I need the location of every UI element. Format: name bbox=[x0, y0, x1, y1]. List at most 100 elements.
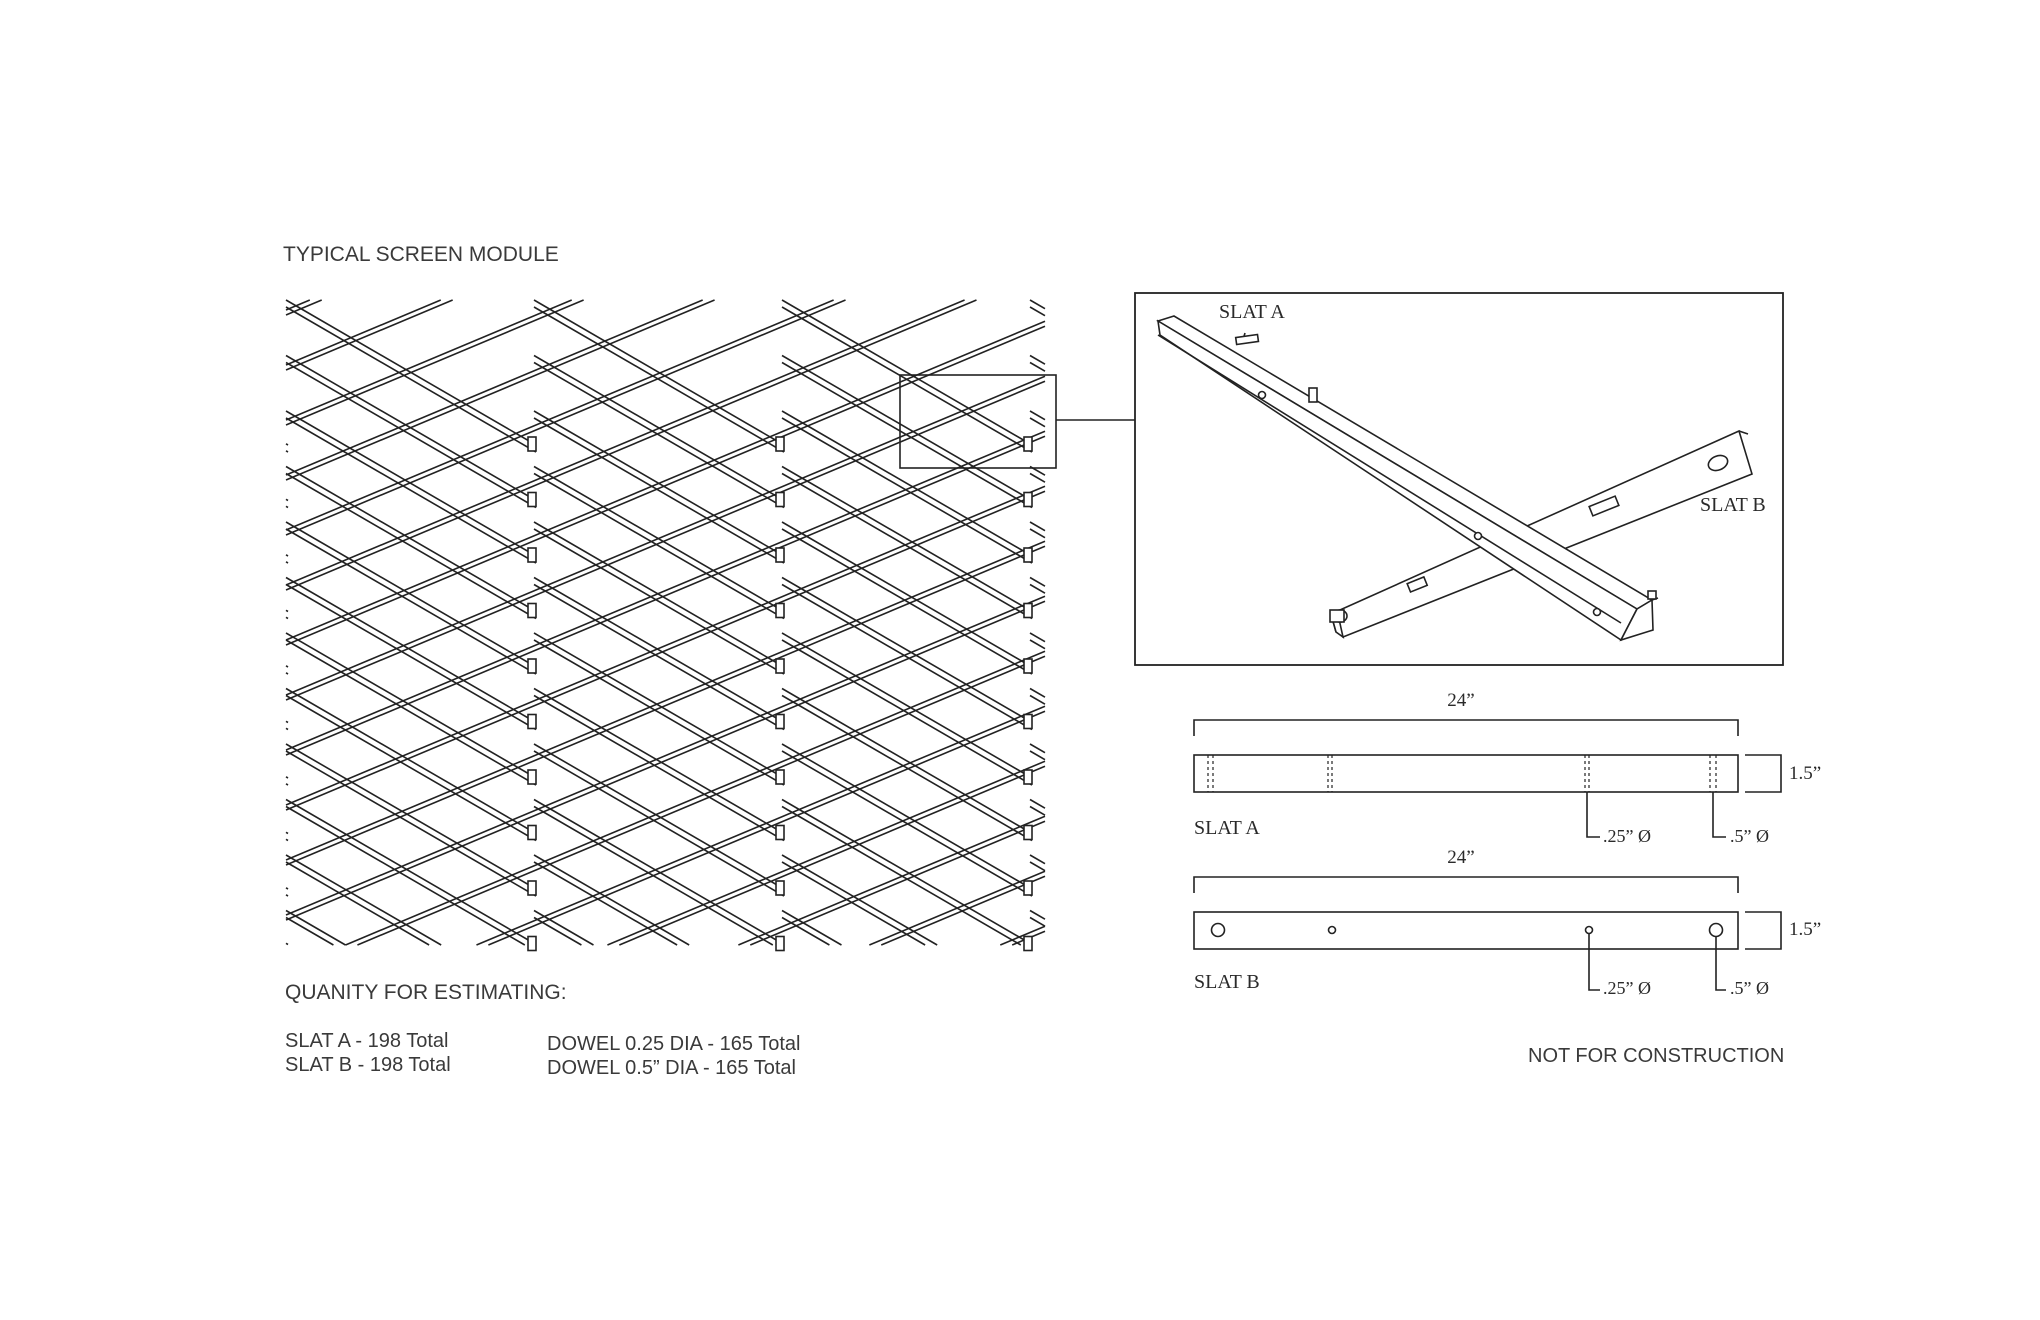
elevation-b-large-hole-left bbox=[1210, 922, 1226, 938]
lattice-slat-a bbox=[285, 743, 537, 890]
lattice-slat-a bbox=[781, 521, 1033, 668]
lattice-slat-a bbox=[285, 639, 537, 786]
lattice-slat-a bbox=[1029, 805, 1046, 816]
elevation-a-height-dimension bbox=[1745, 754, 1782, 793]
lattice-slat-a bbox=[533, 306, 785, 453]
lattice-slat-a bbox=[781, 798, 1033, 946]
lattice-slat-a bbox=[781, 687, 1033, 835]
lattice-slat-a bbox=[285, 942, 289, 946]
detail-slat-b-label: SLAT B bbox=[1700, 494, 1766, 516]
detail-callout-box bbox=[899, 374, 1057, 469]
elevation-slat-b bbox=[1193, 876, 1782, 991]
elevation-a-height-label: 1.5” bbox=[1789, 763, 1821, 784]
lattice-slat-a bbox=[533, 639, 785, 786]
lattice-slat-a bbox=[781, 854, 938, 946]
lattice-slat-a bbox=[285, 505, 289, 509]
lattice-slat-a bbox=[285, 361, 537, 509]
lattice-slat-b bbox=[285, 545, 1046, 866]
lattice-slat-a bbox=[285, 916, 334, 946]
lattice-slat-a bbox=[781, 743, 1033, 890]
lattice-slat-a bbox=[533, 805, 774, 946]
lattice-slat-a bbox=[285, 831, 289, 835]
elevation-b-small-hole-right bbox=[1584, 925, 1594, 935]
elevation-a-small-hole-label: .25” Ø bbox=[1603, 826, 1651, 846]
lattice-slat-b bbox=[285, 595, 1046, 916]
lattice-slat-a bbox=[1029, 798, 1046, 809]
lattice-slat-a bbox=[781, 306, 1033, 453]
lattice-slat-b bbox=[285, 320, 1046, 641]
lattice-slat-a bbox=[533, 743, 785, 890]
lattice-slat-b bbox=[285, 430, 1046, 751]
lattice-slat-a bbox=[285, 583, 537, 731]
lattice-dowel-block bbox=[775, 436, 785, 452]
lattice-slat-a bbox=[285, 665, 289, 668]
lattice-slat-a bbox=[1029, 417, 1046, 428]
lattice-slat-b bbox=[285, 299, 977, 591]
lattice-slat-a bbox=[1029, 299, 1046, 310]
lattice-slat-a bbox=[781, 465, 1033, 613]
lattice-dowel-block bbox=[775, 824, 785, 841]
lattice-slat-b bbox=[285, 600, 1046, 921]
elevation-b-small-hole-label: .25” Ø bbox=[1603, 978, 1651, 998]
lattice-slat-a bbox=[1029, 528, 1046, 539]
lattice-slat-a bbox=[1029, 632, 1046, 643]
elevation-a-length-label: 24” bbox=[1447, 690, 1474, 711]
lattice-slat-a bbox=[285, 576, 537, 724]
lattice-dowel-block bbox=[1023, 824, 1033, 841]
lattice-slat-a bbox=[285, 521, 537, 668]
lattice-slat-a bbox=[285, 854, 442, 946]
lattice-slat-b bbox=[285, 299, 323, 316]
lattice-dowel-block bbox=[527, 880, 537, 896]
lattice-slat-a bbox=[533, 361, 785, 509]
drawing-title: TYPICAL SCREEN MODULE bbox=[283, 243, 559, 266]
lattice-slat-b bbox=[285, 299, 846, 536]
lattice-dowel-block bbox=[1023, 547, 1033, 563]
lattice-slat-a bbox=[1029, 583, 1046, 594]
lattice-slat-b bbox=[285, 299, 834, 531]
lattice-dowel-block bbox=[775, 547, 785, 563]
lattice-slat-a bbox=[285, 887, 289, 890]
lattice-slat-a bbox=[285, 498, 289, 502]
lattice-slat-a bbox=[533, 854, 690, 946]
lattice-dowel-block bbox=[527, 824, 537, 841]
lattice-slat-b bbox=[357, 655, 1046, 946]
lattice-slat-a bbox=[533, 576, 785, 724]
elevation-a-small-hole-leader bbox=[1586, 792, 1600, 838]
lattice-slat-a bbox=[285, 472, 537, 620]
lattice-slat-b bbox=[285, 540, 1046, 861]
lattice-slat-a bbox=[781, 694, 1033, 842]
lattice-slat-a bbox=[533, 583, 785, 731]
lattice-slat-a bbox=[533, 528, 785, 675]
lattice-slat-a bbox=[781, 472, 1033, 620]
elevation-slat-a bbox=[1193, 719, 1782, 838]
elevation-b-label: SLAT B bbox=[1194, 971, 1260, 993]
lattice-dowel-block bbox=[1023, 491, 1033, 508]
lattice-slat-a bbox=[1029, 743, 1046, 754]
lattice-slat-a bbox=[533, 916, 582, 946]
detail-slat-a bbox=[1156, 315, 1659, 642]
lattice-slat-a bbox=[285, 561, 289, 564]
lattice-slat-a bbox=[533, 354, 785, 502]
lattice-slat-a bbox=[285, 798, 537, 946]
lattice-slat-a bbox=[533, 521, 785, 668]
lattice-slat-a bbox=[285, 616, 289, 620]
lattice-slat-a bbox=[533, 909, 594, 946]
lattice-slat-a bbox=[781, 750, 1033, 897]
elevation-b-large-hole-right bbox=[1708, 922, 1724, 938]
lattice-slat-a bbox=[533, 417, 785, 564]
lattice-slat-a bbox=[781, 583, 1033, 731]
lattice-slat-a bbox=[781, 410, 1033, 557]
lattice-dowel-block bbox=[1023, 880, 1033, 896]
lattice-slat-a bbox=[285, 528, 537, 675]
lattice-slat-a bbox=[781, 639, 1033, 786]
lattice-slat-b bbox=[285, 299, 453, 371]
lattice-slat-a bbox=[285, 909, 346, 946]
lattice-slat-a bbox=[533, 472, 785, 620]
lattice-slat-b bbox=[285, 485, 1046, 806]
lattice-slat-b bbox=[285, 299, 715, 481]
lattice-slat-a bbox=[781, 354, 1033, 502]
lattice-slat-b bbox=[999, 925, 1046, 946]
lattice-slat-a bbox=[1029, 639, 1046, 650]
elevation-a-outline bbox=[1193, 754, 1739, 793]
